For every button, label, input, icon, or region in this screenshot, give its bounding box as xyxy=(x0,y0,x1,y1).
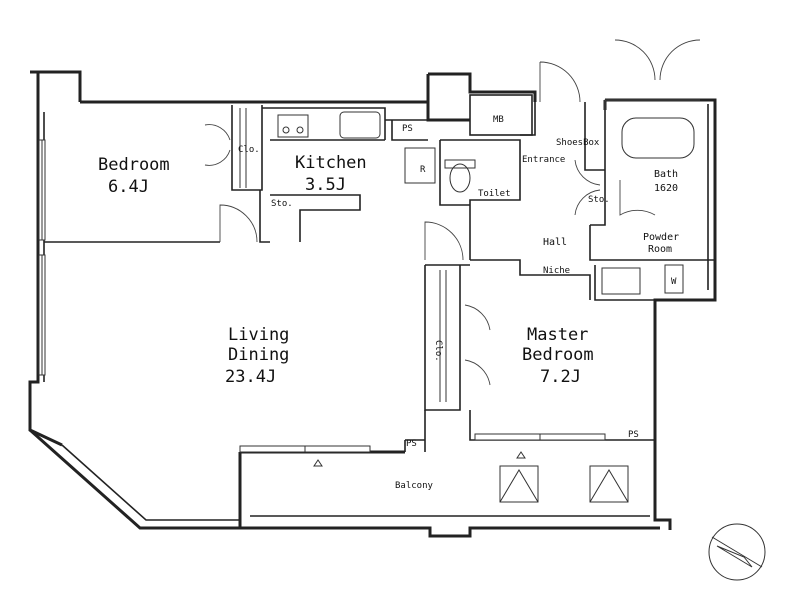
balcony-doors xyxy=(239,433,606,453)
shoes-box-label: ShoesBox xyxy=(556,138,600,148)
living-line2: Dining xyxy=(228,345,289,365)
kitchen-name: Kitchen xyxy=(295,153,367,173)
balcony-label: Balcony xyxy=(395,481,434,491)
storage-label-2: Sto. xyxy=(588,195,610,205)
entrance-label: Entrance xyxy=(522,155,565,165)
exterior-walls xyxy=(28,70,717,538)
fixtures xyxy=(239,108,695,503)
ps-label-3: PS xyxy=(628,430,639,440)
washer-label: W xyxy=(671,277,677,287)
master-line2: Bedroom xyxy=(522,345,594,365)
interior-walls xyxy=(44,94,715,452)
bedroom-name: Bedroom xyxy=(98,155,170,175)
small-labels: Clo. Clo. Sto. Sto. PS PS PS MB ShoesBox… xyxy=(238,115,677,491)
powder-line1: Powder xyxy=(643,232,679,243)
closet-label-1: Clo. xyxy=(238,145,260,155)
living-line1: Living xyxy=(228,325,289,345)
left-windows xyxy=(38,139,46,376)
master-size: 7.2J xyxy=(540,367,581,387)
door-swings xyxy=(204,39,701,386)
ps-label-1: PS xyxy=(402,124,413,134)
powder-line2: Room xyxy=(648,244,672,255)
toilet-label: Toilet xyxy=(478,189,511,199)
kitchen-size: 3.5J xyxy=(305,175,346,195)
refrigerator-label: R xyxy=(420,165,426,175)
room-labels: Bedroom 6.4J Kitchen 3.5J Living Dining … xyxy=(98,153,679,387)
closet-label-2: Clo. xyxy=(433,340,443,362)
north-compass-icon xyxy=(708,523,766,581)
bath-name: Bath xyxy=(654,169,678,180)
ps-label-2: PS xyxy=(406,439,417,449)
master-line1: Master xyxy=(527,325,588,345)
storage-label-1: Sto. xyxy=(271,199,293,209)
bedroom-size: 6.4J xyxy=(108,177,149,197)
hall-label: Hall xyxy=(543,237,567,248)
niche-label: Niche xyxy=(543,266,570,276)
bath-size: 1620 xyxy=(654,183,678,194)
living-size: 23.4J xyxy=(225,367,276,387)
mb-label: MB xyxy=(493,115,504,125)
